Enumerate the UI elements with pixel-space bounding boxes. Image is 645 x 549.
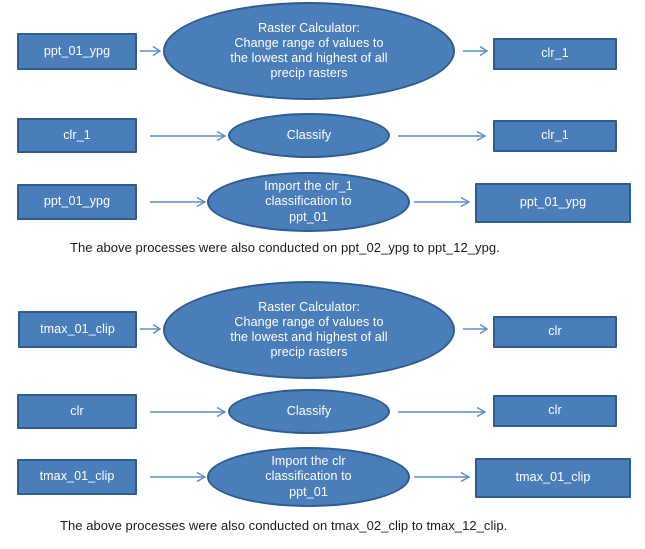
- node-label: clr_1: [541, 128, 569, 143]
- node-label: ppt_01_ypg: [43, 194, 111, 209]
- import-line-1: Import the clr: [271, 454, 346, 469]
- process-ellipse-text: Raster Calculator: Change range of value…: [175, 300, 443, 361]
- process-ellipse-text: Import the clr classification to ppt_01: [219, 454, 398, 500]
- output-box-tmax-01-clip-import[interactable]: tmax_01_clip: [475, 458, 631, 498]
- input-box-ppt-01-ypg-import[interactable]: ppt_01_ypg: [17, 184, 137, 220]
- input-box-ppt-01-ypg-calc[interactable]: ppt_01_ypg: [17, 33, 137, 70]
- arrow-input-to-calc-2: [140, 323, 164, 335]
- node-label: clr_1: [63, 127, 91, 142]
- import-line-3: ppt_01: [289, 209, 328, 224]
- process-ellipse-import-tmax[interactable]: Import the clr classification to ppt_01: [207, 447, 410, 507]
- node-label: ppt_01_ypg: [43, 43, 111, 58]
- node-label: tmax_01_clip: [39, 469, 115, 484]
- input-box-tmax-01-clip-import[interactable]: tmax_01_clip: [17, 459, 137, 495]
- output-box-clr-1-calc[interactable]: clr_1: [493, 38, 617, 70]
- process-ellipse-raster-calculator-precip[interactable]: Raster Calculator: Change range of value…: [163, 2, 455, 100]
- process-ellipse-raster-calculator-tmax[interactable]: Raster Calculator: Change range of value…: [163, 281, 455, 379]
- node-label: clr: [70, 403, 84, 418]
- node-label: clr: [548, 324, 562, 339]
- caption-tmax: The above processes were also conducted …: [60, 518, 508, 533]
- output-box-clr-calc[interactable]: clr: [493, 316, 617, 348]
- calc-line-1: Raster Calculator:: [258, 20, 360, 35]
- output-box-clr-1-classify[interactable]: clr_1: [493, 120, 617, 152]
- calc-line-4: precip rasters: [270, 345, 348, 360]
- import-line-2: classification to: [265, 194, 352, 209]
- process-ellipse-classify-tmax[interactable]: Classify: [228, 389, 390, 434]
- arrow-input-to-classify-2: [150, 406, 230, 418]
- output-box-ppt-01-ypg-import[interactable]: ppt_01_ypg: [475, 183, 631, 223]
- calc-line-4: precip rasters: [270, 66, 348, 81]
- process-ellipse-import-precip[interactable]: Import the clr_1 classification to ppt_0…: [207, 172, 410, 232]
- arrow-import-to-output-1: [414, 196, 474, 208]
- node-label: tmax_01_clip: [515, 470, 591, 485]
- import-line-3: ppt_01: [289, 484, 328, 499]
- arrow-input-to-calc-1: [140, 45, 164, 57]
- caption-precip: The above processes were also conducted …: [70, 240, 500, 255]
- arrow-input-to-import-2: [150, 471, 210, 483]
- calc-line-3: the lowest and highest of all: [230, 51, 388, 65]
- input-box-clr-1-classify[interactable]: clr_1: [17, 118, 137, 153]
- arrow-import-to-output-2: [414, 471, 474, 483]
- calc-line-2: Change range of values to: [234, 314, 384, 329]
- import-line-2: classification to: [265, 469, 352, 484]
- calc-line-2: Change range of values to: [234, 35, 384, 50]
- node-label: clr: [548, 403, 562, 418]
- node-label: tmax_01_clip: [40, 321, 115, 336]
- input-box-tmax-01-clip-calc[interactable]: tmax_01_clip: [18, 311, 137, 348]
- process-ellipse-classify-precip[interactable]: Classify: [228, 113, 390, 158]
- node-label: ppt_01_ypg: [519, 195, 587, 210]
- input-box-clr-classify[interactable]: clr: [17, 394, 137, 429]
- import-line-1: Import the clr_1: [264, 179, 353, 194]
- arrow-input-to-classify-1: [150, 130, 230, 142]
- arrow-classify-to-output-2: [398, 406, 490, 418]
- process-ellipse-text: Raster Calculator: Change range of value…: [175, 21, 443, 82]
- arrow-calc-to-output-1: [463, 45, 491, 57]
- calc-line-1: Raster Calculator:: [258, 299, 360, 314]
- output-box-clr-classify[interactable]: clr: [493, 395, 617, 427]
- arrow-classify-to-output-1: [398, 130, 490, 142]
- process-ellipse-text: Import the clr_1 classification to ppt_0…: [219, 179, 398, 225]
- calc-line-3: the lowest and highest of all: [230, 330, 388, 344]
- arrow-calc-to-output-2: [463, 323, 491, 335]
- arrow-input-to-import-1: [150, 196, 210, 208]
- process-ellipse-text: Classify: [286, 403, 332, 418]
- node-label: clr_1: [541, 46, 569, 61]
- process-ellipse-text: Classify: [286, 127, 332, 142]
